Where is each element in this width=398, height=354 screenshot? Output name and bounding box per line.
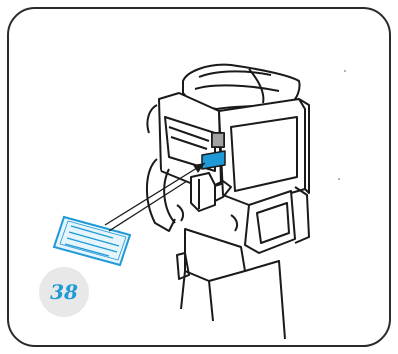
step-number-badge: 38 [39,267,89,317]
step-number: 38 [50,282,78,302]
machine-unit-icon [147,65,309,339]
instruction-panel: 38 [7,7,391,347]
